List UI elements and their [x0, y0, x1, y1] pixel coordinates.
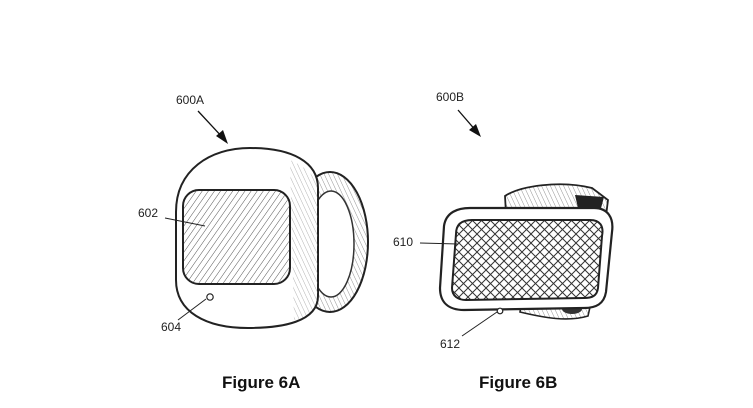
ref-label-602: 602 — [138, 206, 158, 220]
ref-label-610: 610 — [393, 235, 413, 249]
leader-line-602 — [164, 217, 206, 227]
ring-screen — [182, 189, 291, 285]
ref-label-604: 604 — [161, 320, 181, 334]
figure-6a: 600A 602 604 Figure 6A — [138, 93, 369, 392]
leader-line-610 — [419, 242, 459, 245]
ref-label-600a: 600A — [176, 93, 204, 107]
ref-label-612: 612 — [440, 337, 460, 351]
caption-figure-6b: Figure 6B — [479, 373, 557, 392]
leader-line-612 — [461, 311, 498, 337]
ring-button — [206, 293, 214, 301]
pointer-arrow-600b — [457, 109, 481, 137]
figure-6b: 600B 610 612 Figure 6B — [393, 90, 614, 392]
caption-figure-6a: Figure 6A — [222, 373, 300, 392]
band-device-drawing — [438, 183, 614, 320]
ref-label-600b: 600B — [436, 90, 464, 104]
pointer-arrow-600a — [197, 110, 228, 144]
leader-line-604 — [177, 298, 207, 321]
ring-device-drawing — [175, 146, 369, 330]
band-screen — [450, 219, 604, 302]
band-button — [496, 307, 504, 315]
